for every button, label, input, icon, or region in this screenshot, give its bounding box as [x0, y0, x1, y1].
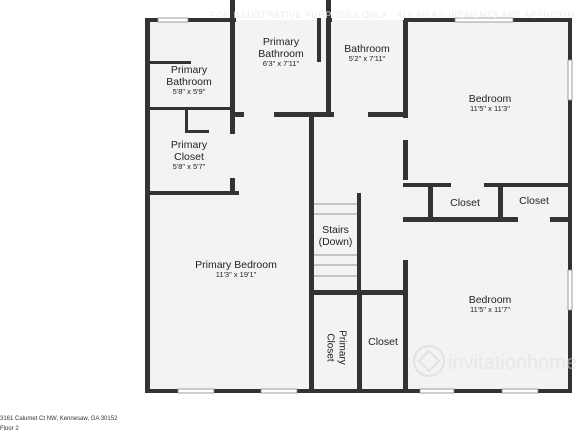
room-dimensions: 11'3" x 19'1"	[215, 270, 257, 280]
room-name: Bedroom	[468, 93, 512, 105]
room-stairs: Stairs (Down)	[314, 224, 357, 248]
watermark-top-text: FOR ILLUSTRATIVE PURPOSES ONLY · ALL MEA…	[210, 10, 576, 20]
room-name: Closet	[450, 197, 480, 209]
room-name: Primary Bedroom	[195, 259, 277, 271]
watermark-brand: invitationhomes	[448, 352, 576, 374]
room-name: Bedroom	[468, 294, 512, 306]
room-primary-closet-vertical: Primary Closet	[325, 313, 348, 383]
room-dimensions: 11'5" x 11'7"	[469, 305, 511, 315]
footer-address: 3161 Calumet Ct NW, Kennesaw, GA 30152	[0, 416, 118, 422]
room-name: Primary Closet	[325, 330, 348, 365]
room-closet-c: Closet	[362, 336, 404, 348]
stairs-steps	[314, 203, 357, 277]
room-primary-closet-top: Primary Closet 5'8" x 5'7"	[151, 139, 227, 172]
windows	[157, 17, 573, 394]
room-closet-b: Closet	[504, 195, 564, 207]
room-bedroom-bottom: Bedroom 11'5" x 11'7"	[440, 294, 540, 315]
room-dimensions: 11'5" x 11'3"	[469, 104, 511, 114]
room-name: Closet	[368, 336, 398, 348]
room-bedroom-top: Bedroom 11'5" x 11'3"	[440, 93, 540, 114]
footer-floor: Floor 2	[0, 426, 19, 432]
room-dimensions: 5'8" x 5'7"	[172, 162, 206, 172]
room-dimensions: 6'3" x 7'11"	[262, 59, 300, 69]
room-name: Stairs (Down)	[318, 224, 353, 249]
watermark-logo	[413, 345, 445, 377]
room-primary-bedroom: Primary Bedroom 11'3" x 19'1"	[170, 259, 302, 280]
room-name: Primary Bathroom	[258, 36, 304, 61]
room-closet-a: Closet	[434, 197, 496, 209]
room-primary-bathroom-top: Primary Bathroom 6'3" x 7'11"	[236, 36, 326, 69]
room-primary-bathroom-left: Primary Bathroom 5'8" x 5'9"	[151, 64, 227, 97]
room-name: Primary Closet	[170, 139, 208, 164]
room-dimensions: 5'8" x 5'9"	[172, 87, 206, 97]
room-bathroom: Bathroom 5'2" x 7'11"	[332, 43, 402, 64]
walls	[145, 0, 572, 393]
room-name: Closet	[519, 195, 549, 207]
room-dimensions: 5'2" x 7'11"	[348, 54, 386, 64]
room-name: Primary Bathroom	[166, 64, 212, 89]
room-name: Bathroom	[344, 43, 390, 55]
